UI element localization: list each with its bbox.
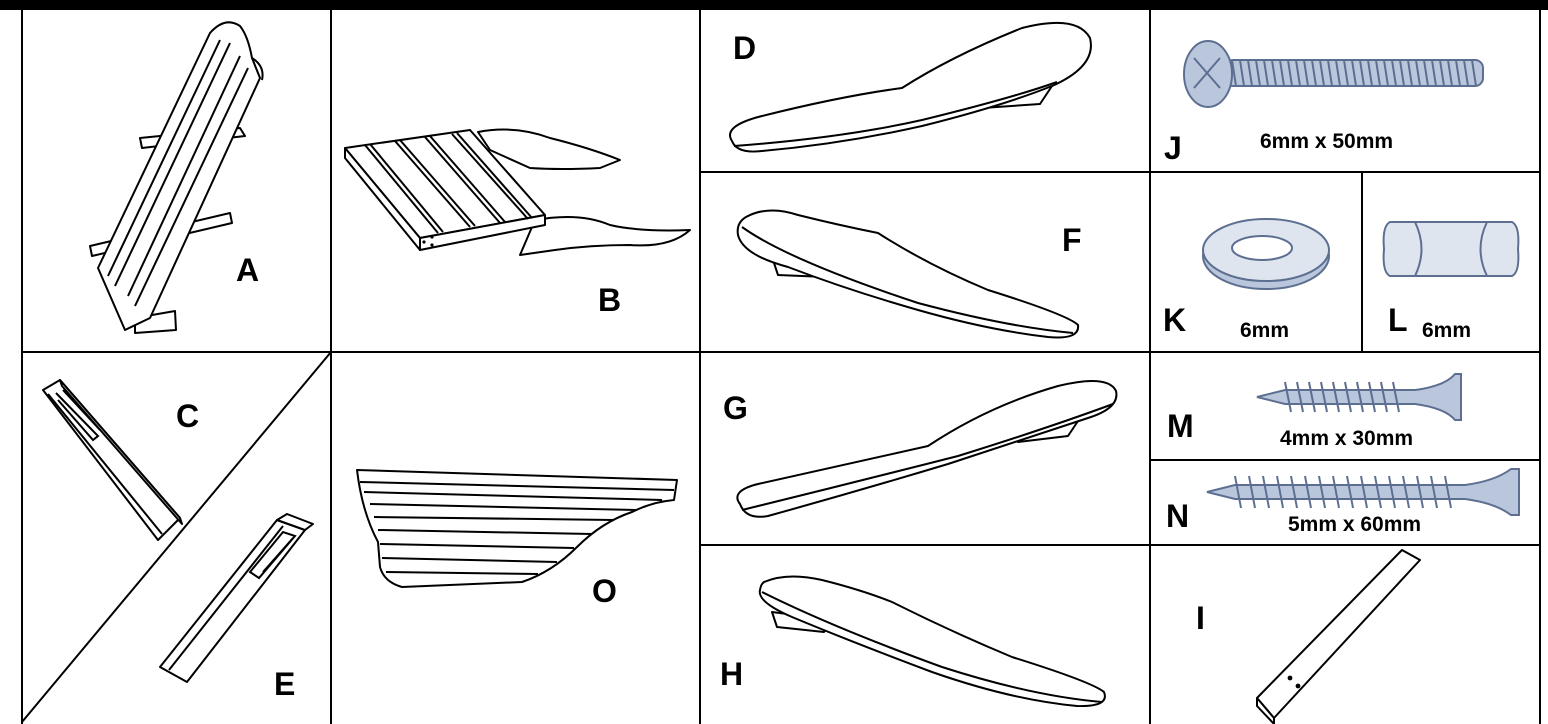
part-j-size: 6mm x 50mm	[1260, 131, 1393, 152]
part-m-label: M	[1167, 410, 1194, 442]
part-g-label: G	[723, 392, 748, 424]
part-e-label: E	[274, 668, 295, 700]
part-k-washer-drawing	[1196, 216, 1336, 294]
part-c-label: C	[176, 400, 199, 432]
part-g-armrest-drawing	[728, 376, 1123, 524]
part-o-label: O	[592, 575, 617, 607]
part-i-slat-drawing	[1252, 548, 1427, 723]
part-n-label: N	[1166, 500, 1189, 532]
part-d-label: D	[733, 32, 756, 64]
part-j-bolt-drawing	[1180, 36, 1490, 116]
part-f-label: F	[1062, 224, 1082, 256]
part-h-label: H	[720, 658, 743, 690]
part-m-size: 4mm x 30mm	[1280, 428, 1413, 449]
part-n-screw-drawing	[1205, 466, 1525, 518]
part-d-armrest-drawing	[722, 16, 1102, 161]
part-a-backrest-drawing	[80, 18, 280, 338]
part-h-armrest-drawing	[752, 572, 1117, 710]
part-b-label: B	[598, 284, 621, 316]
part-o-seat-panel-drawing	[352, 462, 687, 592]
part-i-label: I	[1196, 602, 1205, 634]
part-k-size: 6mm	[1240, 320, 1289, 341]
part-l-nut-drawing	[1380, 214, 1525, 284]
part-n-size: 5mm x 60mm	[1288, 514, 1421, 535]
part-l-size: 6mm	[1422, 320, 1471, 341]
part-l-label: L	[1388, 304, 1408, 336]
part-a-label: A	[236, 254, 259, 286]
part-f-armrest-drawing	[728, 205, 1088, 345]
part-k-label: K	[1163, 304, 1186, 336]
part-e-leg-drawing	[155, 512, 320, 687]
part-b-seat-drawing	[340, 120, 695, 270]
part-m-screw-drawing	[1255, 372, 1475, 422]
part-j-label: J	[1164, 132, 1182, 164]
